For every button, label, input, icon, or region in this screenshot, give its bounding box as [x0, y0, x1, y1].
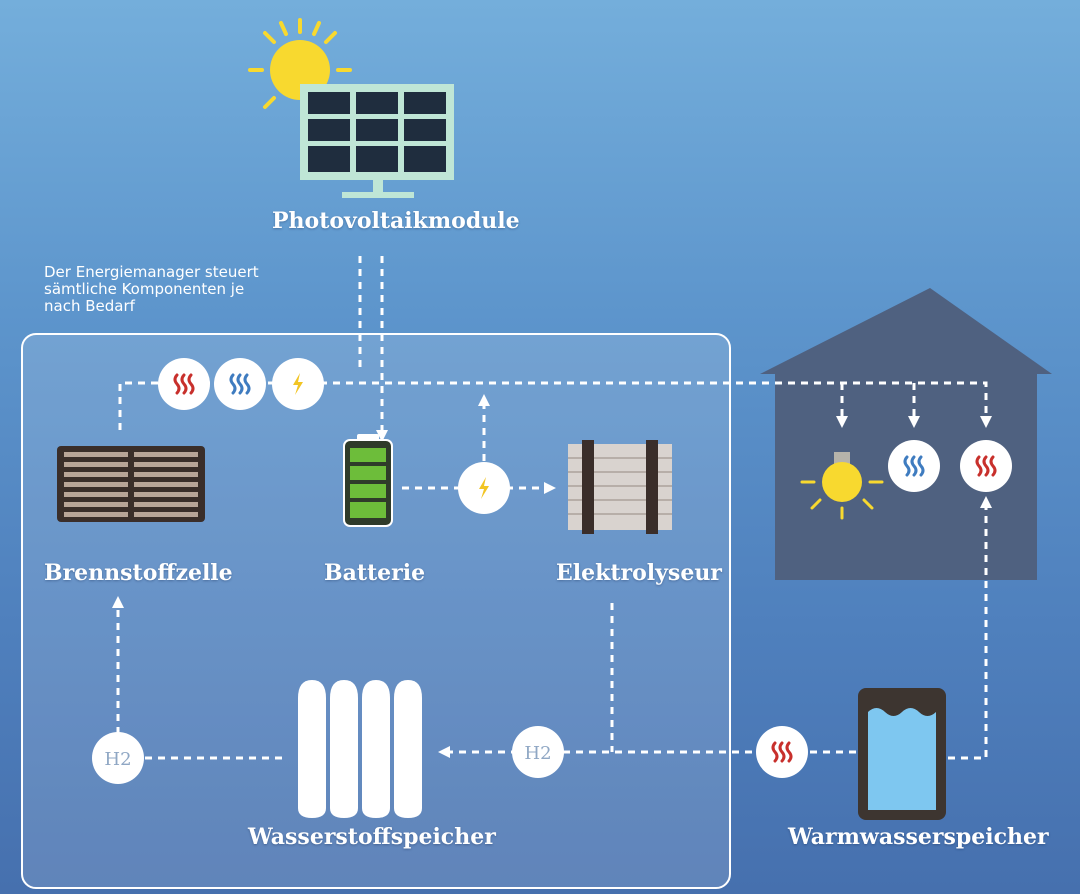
- battery-label: Batterie: [324, 560, 426, 586]
- battery-icon: [343, 434, 393, 527]
- fuel-cell-icon: [57, 446, 205, 522]
- electrolyser-label: Elektrolyseur: [556, 560, 722, 586]
- note-line: sämtliche Komponenten je: [44, 280, 245, 298]
- hydrogen-tanks-icon: [298, 680, 422, 818]
- hot-water-storage-label: Warmwasserspeicher: [788, 824, 1049, 850]
- water-tank-icon: [858, 688, 946, 820]
- solar-panel-icon: [300, 84, 454, 198]
- h2-badge: H2: [92, 732, 144, 784]
- note-line: Der Energiemanager steuert: [44, 263, 259, 281]
- pv-label: Photovoltaikmodule: [272, 208, 520, 234]
- heat-icon: [756, 726, 808, 778]
- note-line: nach Bedarf: [44, 297, 135, 315]
- energy-manager-note: Der Energiemanager steuert sämtliche Kom…: [44, 264, 324, 315]
- flow-lines: [116, 256, 988, 760]
- hydrogen-storage-label: Wasserstoffspeicher: [248, 824, 496, 850]
- svg-text:H2: H2: [104, 749, 131, 770]
- lightning-icon: [458, 462, 510, 514]
- heat-icon: [214, 358, 266, 410]
- flow-arrows: [112, 394, 992, 758]
- heat-icon: [158, 358, 210, 410]
- heat-icon: [888, 440, 940, 492]
- heat-icon: [960, 440, 1012, 492]
- electrolyser-icon: [568, 440, 672, 534]
- house-icon: [760, 288, 1052, 580]
- fuel-cell-label: Brennstoffzelle: [44, 560, 233, 586]
- svg-text:H2: H2: [524, 743, 551, 764]
- light-bulb-icon: [800, 452, 884, 520]
- h2-badge: H2: [512, 726, 564, 778]
- lightning-icon: [272, 358, 324, 410]
